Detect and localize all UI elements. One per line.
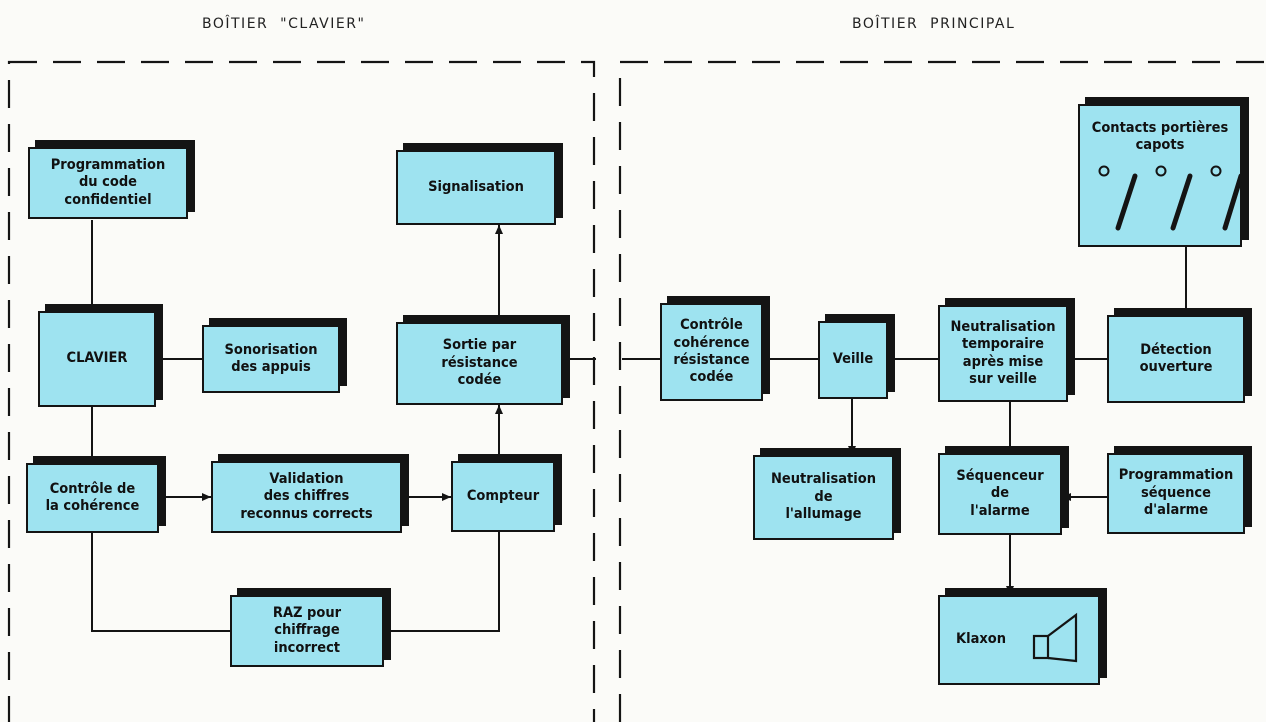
sortie-resistance-block: Sortie par résistance codée <box>396 322 563 405</box>
horn-icon <box>1032 612 1078 663</box>
wire-controle-raz <box>91 533 230 632</box>
neutralisation-temporaire-block: Neutralisation temporaire après mise sur… <box>938 305 1068 402</box>
frame-boitier-clavier <box>7 60 596 722</box>
veille-block: Veille <box>818 321 888 399</box>
sonorisation-block: Sonorisation des appuis <box>202 325 340 393</box>
wires <box>91 220 1187 632</box>
klaxon-block: Klaxon <box>938 595 1100 685</box>
left-enclosure-title: BOÎTIER "CLAVIER" <box>202 16 366 32</box>
contacts-label: Contacts portières capots <box>1091 120 1229 154</box>
sequenceur-block: Séquenceur de l'alarme <box>938 453 1062 535</box>
programmation-code-block: Programmation du code confidentiel <box>28 147 188 219</box>
validation-block: Validation des chiffres reconnus correct… <box>211 461 402 533</box>
klaxon-label: Klaxon <box>956 631 1007 648</box>
detection-block: Détection ouverture <box>1107 315 1245 403</box>
right-enclosure-title: BOÎTIER PRINCIPAL <box>852 16 1016 32</box>
compteur-block: Compteur <box>451 461 555 532</box>
neutralisation-allumage-block: Neutralisation de l'allumage <box>753 455 894 540</box>
switch-contacts-icon <box>1098 165 1242 231</box>
signalisation-block: Signalisation <box>396 150 556 225</box>
raz-block: RAZ pour chiffrage incorrect <box>230 595 384 667</box>
clavier-block: CLAVIER <box>38 311 156 407</box>
controle-coherence-block: Contrôle de la cohérence <box>26 463 159 533</box>
controle-resistance-block: Contrôle cohérence résistance codée <box>660 303 763 401</box>
wire-raz-compteur <box>384 532 500 632</box>
enclosure-frames <box>7 60 1266 722</box>
programmation-sequence-block: Programmation séquence d'alarme <box>1107 453 1245 534</box>
frame-boitier-principal <box>618 60 1266 722</box>
